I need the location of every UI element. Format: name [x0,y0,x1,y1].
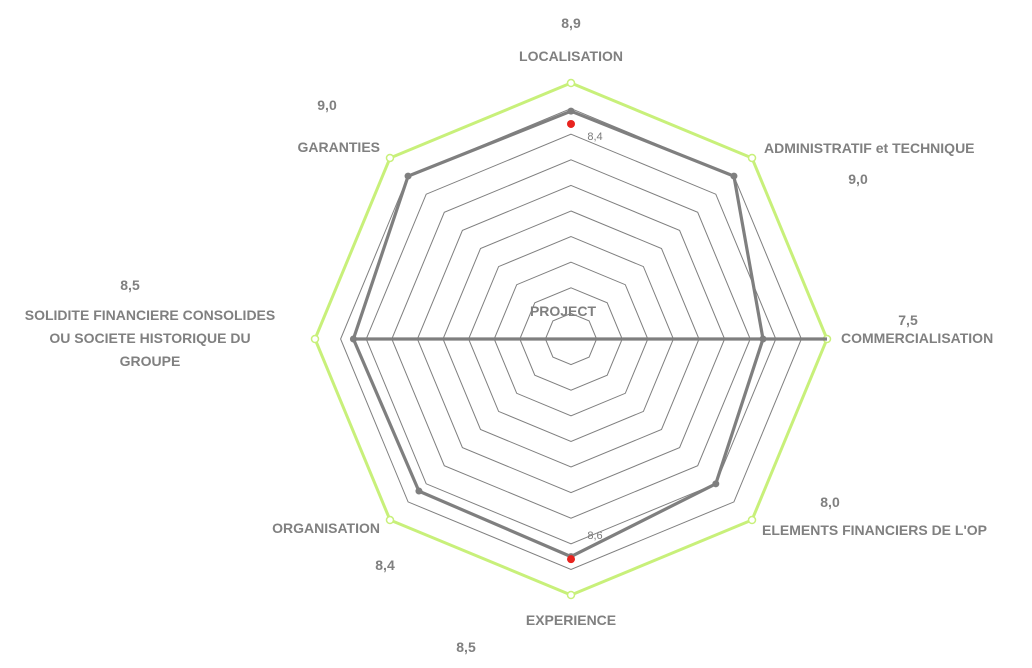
grid-ring [416,184,726,494]
score-label: 7,5 [898,312,918,328]
axis-label: COMMERCIALISATION [841,330,993,346]
axis-label: OU SOCIETE HISTORIQUE DU [49,330,250,346]
outer-vertex-dot [747,153,757,163]
grid-ring [340,108,802,570]
axis-label: ADMINISTRATIF et TECHNIQUE [764,140,975,156]
series-line [351,109,765,559]
series-group [349,107,827,561]
series-point [567,107,575,115]
score-label: 8,0 [820,494,840,510]
highlight-marker [567,119,575,128]
grid-ring [391,159,751,519]
outer-vertex-dot [566,78,576,88]
series-point [712,480,720,488]
grid-ring [519,287,623,391]
outer-vertex-dot [385,153,395,163]
axis-label: EXPERIENCE [526,612,616,628]
series-point [730,172,738,180]
score-label: 8,9 [561,15,581,31]
axis-label: ELEMENTS FINANCIERS DE L'OP [762,522,987,538]
series-point [415,487,423,495]
score-label: 8,4 [375,557,395,573]
center-label: PROJECT [530,303,597,319]
highlight-marker-label: 8,4 [587,131,602,143]
score-label: 8,5 [456,639,476,655]
grid-ring [365,133,777,545]
grid-ring [493,261,649,417]
axis-label: SOLIDITE FINANCIERE CONSOLIDES [25,307,275,323]
score-label: 9,0 [848,171,868,187]
grid-ring [442,210,700,468]
outer-vertex-dot [566,590,576,600]
score-label: 9,0 [317,97,337,113]
grid-ring [468,236,674,442]
axis-label: LOCALISATION [519,48,623,64]
score-label: 8,5 [120,277,140,293]
series-point [404,172,412,180]
axis-label: ORGANISATION [272,520,380,536]
outer-octagon-group [310,78,832,600]
series-point [759,335,767,343]
highlight-marker-group: 8,4 8,6 [567,119,603,564]
outer-vertex-dot [385,515,395,525]
series-point [349,335,357,343]
axis-label: GARANTIES [298,139,380,155]
highlight-marker [567,555,575,564]
highlight-marker-label: 8,6 [587,530,602,542]
outer-vertex-dot [747,515,757,525]
axis-label: GROUPE [120,353,181,369]
radar-grid [340,108,802,570]
outer-vertex-dot [310,334,320,344]
grid-ring [544,312,598,366]
